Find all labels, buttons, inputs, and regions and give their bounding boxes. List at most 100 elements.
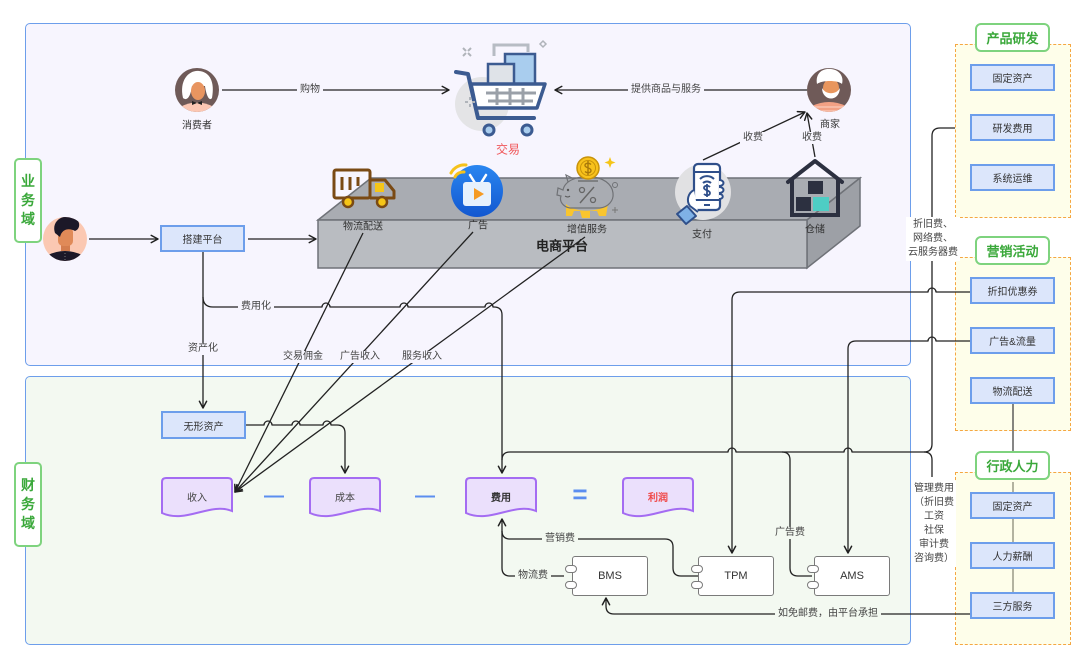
component-port xyxy=(565,581,577,589)
intangible-to-cost-edge xyxy=(245,420,350,474)
document-shape xyxy=(465,477,537,518)
hr-salary-item: 人力薪酬 xyxy=(970,542,1055,569)
income-document: 收入 xyxy=(161,477,233,518)
component-port xyxy=(807,565,819,573)
delivery-truck-icon xyxy=(332,168,396,209)
minus-operator: — xyxy=(415,485,435,507)
rd-cost-line: 云服务器费 xyxy=(908,247,958,258)
service-label-payment: 支付 xyxy=(692,229,712,241)
free-shipping-edge-label: 如免邮费，由平台承担 xyxy=(775,608,881,620)
component-port xyxy=(807,581,819,589)
profit-document: 利润 xyxy=(622,477,694,518)
ad-traffic-item: 广告&流量 xyxy=(970,327,1055,354)
admin-fixed-assets-item: 固定资产 xyxy=(970,492,1055,519)
build-platform-node: 搭建平台 xyxy=(160,225,245,252)
admin-cost-edge xyxy=(923,451,933,477)
third-party-services-item: 三方服务 xyxy=(970,592,1055,619)
capitalize-edge-label: 资产化 xyxy=(185,343,221,355)
ad-fee-edge-label: 广告费 xyxy=(772,527,808,539)
equals-operator: = xyxy=(572,479,588,509)
minus-operator: — xyxy=(264,485,284,507)
ams-label: AMS xyxy=(840,570,864,582)
service-label-value-added: 增值服务 xyxy=(567,224,607,236)
income-label: 收入 xyxy=(187,493,207,504)
rd-cost-line: 折旧费、 xyxy=(913,219,953,230)
provide-goods-edge-label: 提供商品与服务 xyxy=(628,84,704,96)
product-rd-title: 产品研发 xyxy=(975,23,1050,52)
business-domain-label: 业务域 xyxy=(21,173,35,227)
edges xyxy=(89,85,1014,615)
service-label-warehouse: 仓储 xyxy=(805,224,825,236)
admin-hr-title: 行政人力 xyxy=(975,451,1050,480)
service-label-logistics: 物流配送 xyxy=(343,221,383,233)
tpm-system-node: TPM xyxy=(691,556,774,596)
warehouse-fee-edge-label: 收费 xyxy=(799,132,825,144)
ad-revenue-edge-label: 广告收入 xyxy=(337,351,383,363)
rd-cost-line: 网络费、 xyxy=(913,233,953,244)
cost-document: 成本 xyxy=(309,477,381,518)
admin-cost-line: 管理费用 xyxy=(914,483,954,494)
admin-cost-line: （折旧费 xyxy=(914,497,954,508)
expensing-edge-label: 费用化 xyxy=(238,301,274,313)
ad-traffic-to-ams-edge xyxy=(843,336,970,554)
admin-cost-edge-label: 管理费用 （折旧费 工资 社保 审计费 咨询费） xyxy=(912,481,956,567)
ams-system-node: AMS xyxy=(807,556,890,596)
component-port xyxy=(691,581,703,589)
marketing-title: 营销活动 xyxy=(975,236,1050,265)
document-shape xyxy=(622,477,694,518)
platform-title: 电商平台 xyxy=(535,238,589,254)
admin-cost-line: 咨询费） xyxy=(914,553,954,564)
discount-to-tpm-edge xyxy=(727,287,970,554)
tpm-label: TPM xyxy=(724,570,748,582)
shopping-edge-label: 购物 xyxy=(297,84,323,96)
business-domain-tag: 业务域 xyxy=(14,158,42,243)
document-shape xyxy=(161,477,233,518)
payment-fee-edge-label: 收费 xyxy=(740,132,766,144)
transaction-label: 交易 xyxy=(495,142,521,157)
service-revenue-edge xyxy=(234,236,586,493)
ad-fee-edge xyxy=(781,451,812,577)
logistics-fee-edge-label: 物流费 xyxy=(515,570,551,582)
free-shipping-edge xyxy=(601,597,970,615)
warehouse-icon xyxy=(786,159,844,217)
marketing-logistics-item: 物流配送 xyxy=(970,377,1055,404)
shopping-cart-icon xyxy=(454,39,548,137)
marketing-fee-edge-label: 营销费 xyxy=(542,533,578,545)
rd-cost-edge-label: 折旧费、 网络费、 云服务器费 xyxy=(906,217,960,261)
consumer-avatar xyxy=(175,68,219,112)
component-port xyxy=(565,565,577,573)
commission-edge-label: 交易佣金 xyxy=(280,351,326,363)
discount-coupon-item: 折扣优惠券 xyxy=(970,277,1055,304)
marketing-fee-edge xyxy=(501,530,698,577)
service-label-advertising: 广告 xyxy=(468,220,488,232)
expense-document: 费用 xyxy=(465,477,537,518)
rd-cost-edge xyxy=(501,127,955,461)
document-shape xyxy=(309,477,381,518)
admin-cost-line: 社保 xyxy=(924,525,944,536)
admin-cost-line: 工资 xyxy=(924,511,944,522)
bms-label: BMS xyxy=(598,570,622,582)
cost-label: 成本 xyxy=(335,493,355,504)
tv-advertising-icon xyxy=(449,163,503,217)
finance-domain-label: 财务域 xyxy=(21,477,35,531)
merchant-label: 商家 xyxy=(820,119,840,131)
service-revenue-edge-label: 服务收入 xyxy=(399,351,445,363)
expense-label: 费用 xyxy=(491,493,511,504)
piggy-bank-icon xyxy=(556,156,618,218)
logistics-fee-edge xyxy=(497,518,564,577)
system-ops-item: 系统运维 xyxy=(970,164,1055,191)
merchant-avatar xyxy=(807,68,851,112)
finance-domain-tag: 财务域 xyxy=(14,462,42,547)
profit-label: 利润 xyxy=(648,493,668,504)
rd-fixed-assets-item: 固定资产 xyxy=(970,64,1055,91)
intangible-assets-node: 无形资产 xyxy=(161,411,246,439)
rd-expense-item: 研发费用 xyxy=(970,114,1055,141)
admin-cost-line: 审计费 xyxy=(919,539,949,550)
bms-system-node: BMS xyxy=(565,556,648,596)
expensing-edge xyxy=(202,296,507,474)
consumer-label: 消费者 xyxy=(182,120,212,132)
developer-avatar xyxy=(43,217,87,261)
component-port xyxy=(691,565,703,573)
